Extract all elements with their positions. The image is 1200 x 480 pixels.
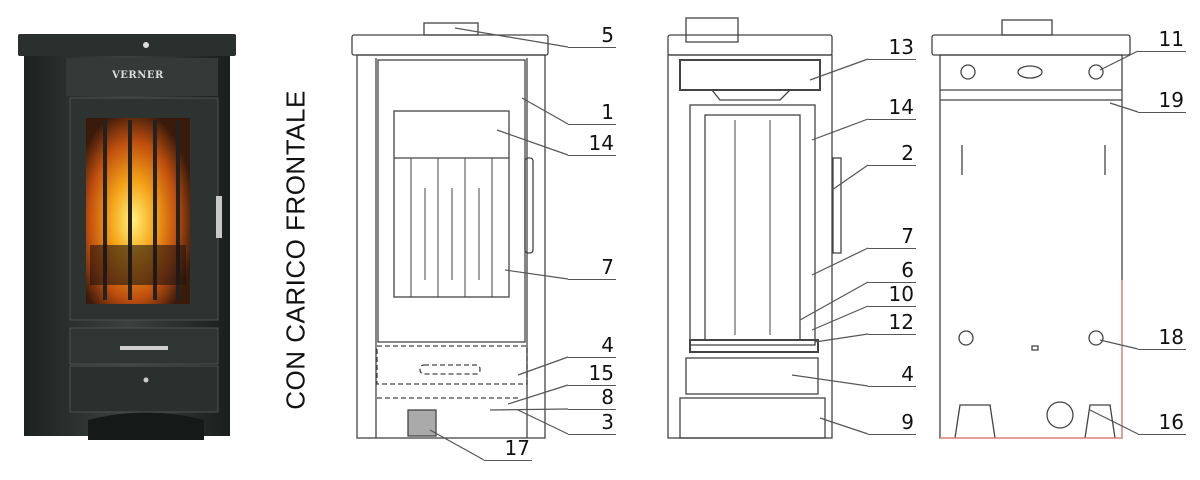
callout-label: 16 — [1138, 412, 1186, 435]
section-view-drawing — [667, 17, 842, 439]
callout-label: 19 — [1138, 90, 1186, 113]
leader-line — [454, 27, 569, 48]
callout-label: 14 — [568, 133, 616, 156]
leader-line — [517, 356, 569, 376]
leader-line — [799, 281, 869, 321]
callout-label: 17 — [484, 438, 532, 461]
callout-label: 18 — [1138, 327, 1186, 350]
leader-line — [811, 305, 869, 331]
callout-label: 12 — [868, 312, 916, 335]
leader-line — [814, 333, 869, 343]
leader-line — [521, 97, 569, 125]
callout-label: 13 — [868, 37, 916, 60]
callout-label: 7 — [868, 226, 916, 249]
leader-line — [507, 384, 569, 405]
callout-label: 8 — [568, 387, 616, 410]
callout-label: 1 — [568, 102, 616, 125]
callout-label: 15 — [568, 363, 616, 386]
callout-label: 14 — [868, 97, 916, 120]
leader-line — [1099, 339, 1139, 350]
leader-line — [1089, 409, 1139, 435]
leader-line — [496, 129, 569, 156]
leader-line — [811, 247, 869, 276]
leader-line — [809, 58, 869, 81]
leader-line — [1099, 50, 1139, 71]
callout-label: 6 — [868, 260, 916, 283]
leader-line — [517, 409, 569, 435]
rear-view-drawing — [931, 19, 1131, 439]
brand-logo: VERNER — [112, 70, 164, 81]
leader-line — [1109, 102, 1139, 113]
callout-label: 11 — [1138, 29, 1186, 52]
leader-line — [819, 417, 869, 435]
leader-line — [831, 164, 869, 191]
leader-line — [429, 429, 485, 461]
leader-line — [791, 374, 869, 387]
callout-label: 4 — [568, 335, 616, 358]
callout-label: 7 — [568, 257, 616, 280]
callout-label: 10 — [868, 284, 916, 307]
leader-line — [811, 118, 869, 141]
leader-line — [489, 408, 569, 411]
callout-label: 3 — [568, 412, 616, 435]
callout-label: 5 — [568, 25, 616, 48]
front-view-drawing — [351, 22, 549, 439]
callout-label: 4 — [868, 364, 916, 387]
callout-label: 2 — [868, 143, 916, 166]
callout-label: 9 — [868, 412, 916, 435]
leader-line — [504, 269, 569, 280]
